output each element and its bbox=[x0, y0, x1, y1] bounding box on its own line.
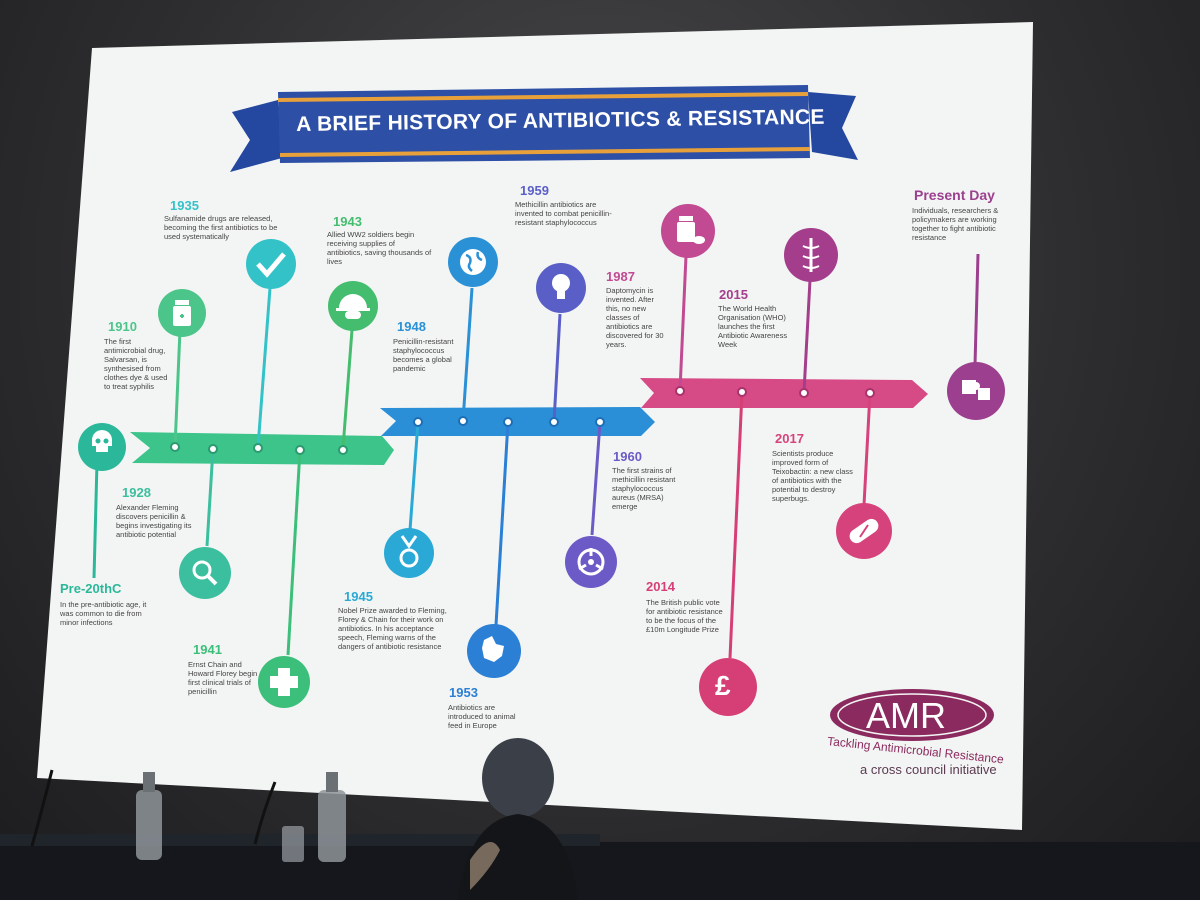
event-description: Ernst Chain and Howard Florey begin firs… bbox=[188, 660, 258, 696]
event-year: 1948 bbox=[397, 319, 426, 334]
event-description: Daptomycin is invented. After this, no n… bbox=[606, 286, 664, 349]
event-description: Methicillin antibiotics are invented to … bbox=[515, 200, 612, 227]
event-description: Allied WW2 soldiers begin receiving supp… bbox=[327, 230, 432, 266]
medicine-bottle-icon bbox=[158, 289, 206, 337]
title-banner bbox=[230, 85, 858, 172]
microphone-right bbox=[253, 781, 277, 845]
timeline-arrow-pink bbox=[640, 378, 928, 408]
event-year: 1945 bbox=[344, 589, 373, 604]
event-description: Nobel Prize awarded to Fleming, Florey &… bbox=[338, 606, 447, 651]
event-description: The first antimicrobial drug, Salvarsan,… bbox=[104, 337, 168, 391]
medal-icon bbox=[384, 528, 434, 578]
amr-logo-subtitle: a cross council initiative bbox=[860, 762, 997, 777]
event-description: The British public vote for antibiotic r… bbox=[646, 598, 723, 634]
event-year: 1941 bbox=[193, 642, 222, 657]
event-year: 1943 bbox=[333, 214, 362, 229]
event-description: Individuals, researchers & policymakers … bbox=[912, 206, 999, 242]
pound-glyph: £ bbox=[715, 670, 731, 701]
amr-logo-name: AMR bbox=[866, 695, 946, 736]
map-europe-icon bbox=[467, 624, 521, 678]
event-year: 1953 bbox=[449, 685, 478, 700]
water-bottle-right bbox=[318, 772, 346, 862]
pound-icon bbox=[699, 658, 757, 716]
event-year: Present Day bbox=[914, 187, 995, 203]
skull-icon bbox=[78, 423, 126, 471]
pills-bottle-icon bbox=[661, 204, 715, 258]
audience-person bbox=[458, 738, 578, 900]
event-description: The World Health Organisation (WHO) laun… bbox=[718, 304, 788, 349]
event-year: 1960 bbox=[613, 449, 642, 464]
event-description: Penicillin-resistant staphylococcus beco… bbox=[393, 337, 454, 373]
caduceus-icon bbox=[784, 228, 838, 282]
event-year: 1959 bbox=[520, 183, 549, 198]
event-year: 1935 bbox=[170, 198, 199, 213]
globe-icon bbox=[448, 237, 498, 287]
puzzle-icon bbox=[947, 362, 1005, 420]
event-year: 1987 bbox=[606, 269, 635, 284]
event-year: 1910 bbox=[108, 319, 137, 334]
microphone-left bbox=[30, 769, 54, 847]
desk bbox=[0, 842, 1200, 900]
event-year: 2014 bbox=[646, 579, 675, 594]
event-year: 1928 bbox=[122, 485, 151, 500]
event-year: 2017 bbox=[775, 431, 804, 446]
medical-cross-icon bbox=[258, 656, 310, 708]
event-description: Sulfanamide drugs are released, becoming… bbox=[164, 214, 278, 241]
magnifying-glass-icon bbox=[179, 547, 231, 599]
event-description: Antibiotics are introduced to animal fee… bbox=[448, 703, 516, 730]
timeline-arrow-blue bbox=[380, 407, 655, 436]
event-description: The first strains of methicillin resista… bbox=[612, 466, 676, 511]
event-year: Pre-20thC bbox=[60, 581, 122, 596]
event-description: In the pre-antibiotic age, it was common… bbox=[60, 600, 147, 627]
drinking-glass bbox=[282, 826, 304, 862]
lightbulb-icon bbox=[536, 263, 586, 313]
biohazard-icon bbox=[565, 536, 617, 588]
capsule-icon bbox=[836, 503, 892, 559]
water-bottle-left bbox=[136, 772, 162, 860]
soldier-helmet-icon bbox=[328, 281, 378, 331]
amr-logo-ellipse bbox=[830, 689, 994, 741]
event-year: 2015 bbox=[719, 287, 748, 302]
event-description: Scientists produce improved form of Teix… bbox=[772, 449, 853, 503]
checkmark-icon bbox=[246, 239, 296, 289]
event-description: Alexander Fleming discovers penicillin &… bbox=[116, 503, 192, 539]
